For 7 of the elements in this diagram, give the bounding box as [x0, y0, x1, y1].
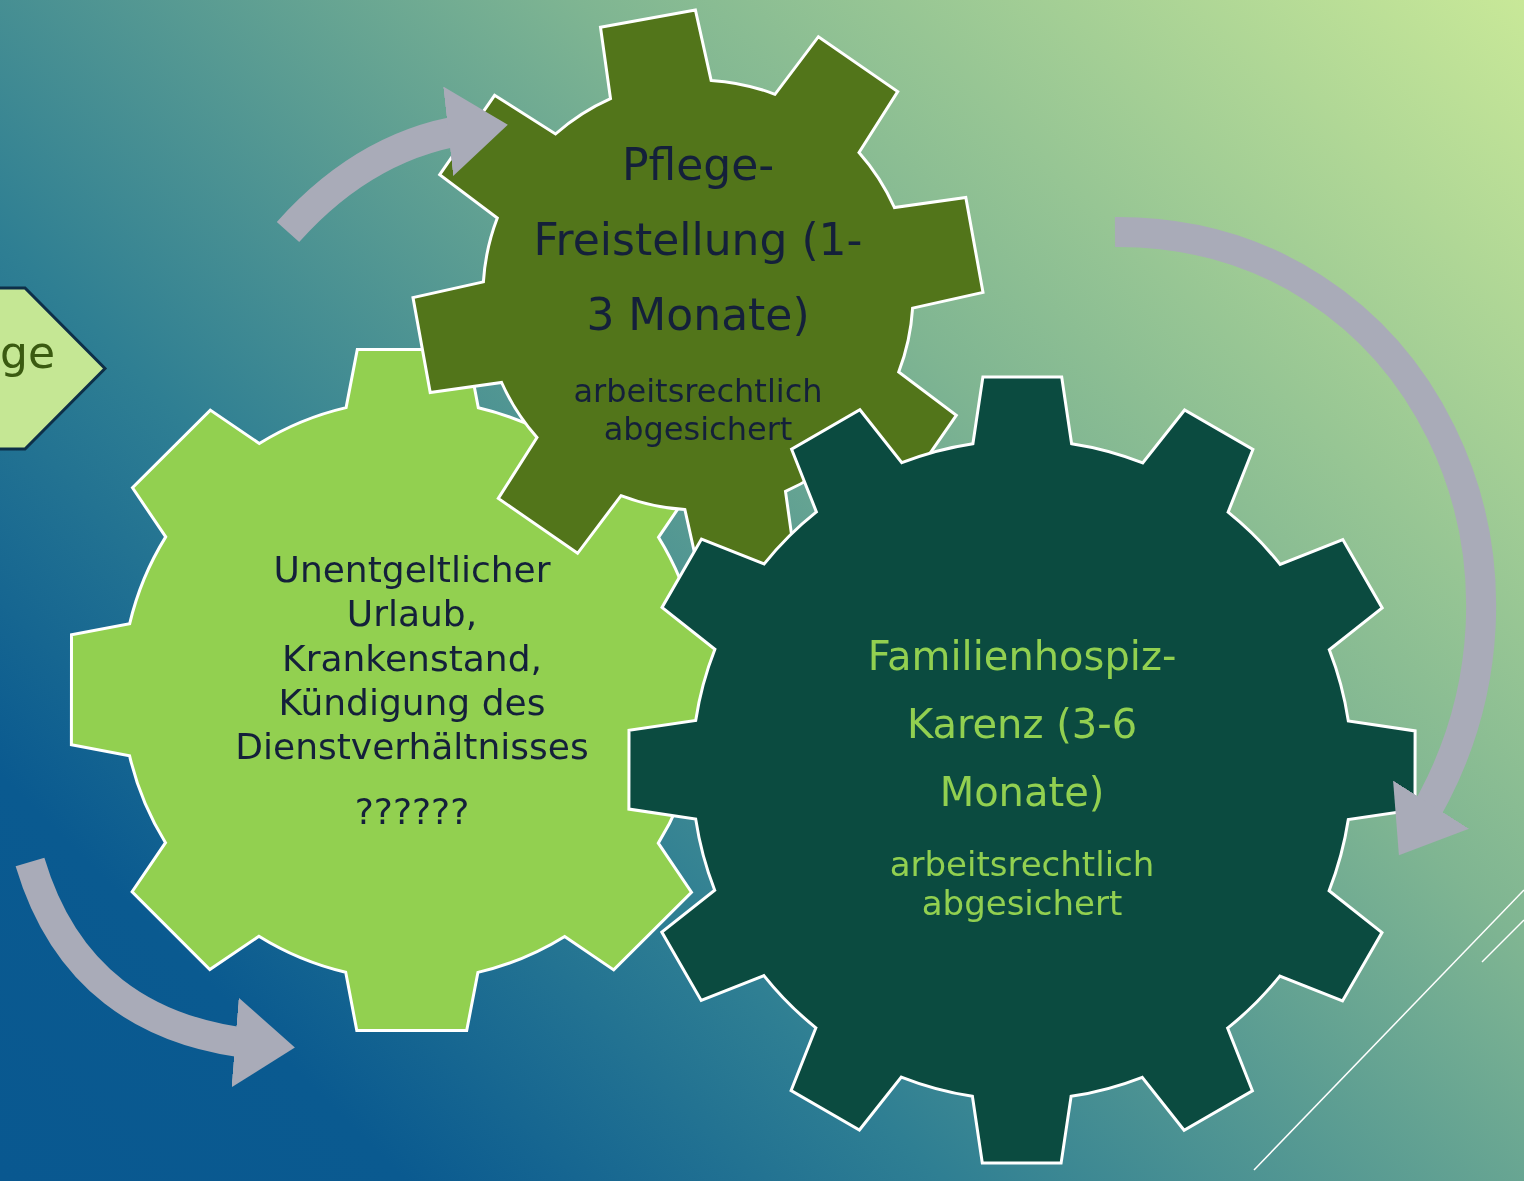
gear-note: ?????? — [353, 790, 471, 834]
gear-title: Unentgeltlicher Urlaub, Krankenstand, Kündigung des Dienstverhältnisses — [234, 548, 590, 770]
tab-label: ge — [0, 327, 56, 380]
gear-title: Familienhospiz- Karenz (3-6 Monate) — [866, 632, 1178, 817]
gear-note: arbeitsrechtlich abgesichert — [572, 372, 824, 449]
gear-title: Pflege- Freistellung (1-3 Monate) — [532, 138, 864, 342]
gear-note: arbeitsrechtlich abgesichert — [888, 845, 1156, 924]
